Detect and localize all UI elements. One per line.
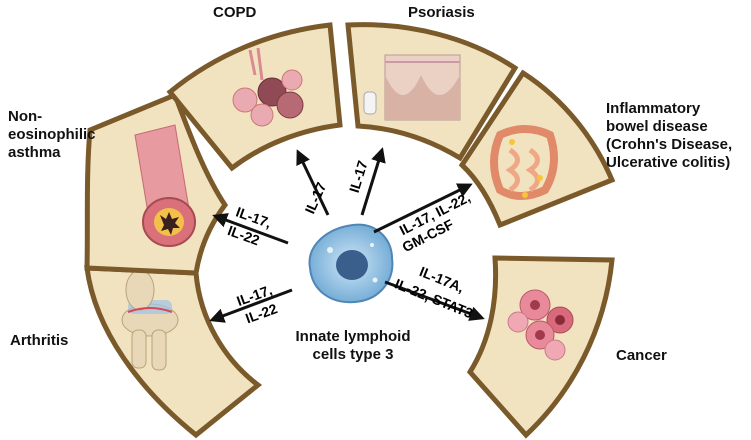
label-asthma: Non- eosinophilic asthma <box>8 108 96 162</box>
center-label-line1: Innate lymphoid <box>295 328 411 345</box>
cytokine-psoriasis: IL-17 <box>346 158 371 194</box>
center-label-line2: cells type 3 <box>312 346 394 363</box>
tumor-cells-illustration <box>507 289 574 361</box>
label-asthma-line3: asthma <box>8 144 61 161</box>
label-cancer: Cancer <box>616 347 667 364</box>
airway-illustration <box>134 124 196 247</box>
knee-joint-illustration <box>121 269 179 371</box>
arrows <box>209 147 485 323</box>
skin-layer-illustration <box>363 54 461 121</box>
arrow-psoriasis <box>360 147 386 216</box>
panel-asthma <box>84 91 229 276</box>
label-ibd-line2: bowel disease <box>606 118 708 135</box>
label-ibd-line1: Inflammatory <box>606 100 701 117</box>
label-asthma-line2: eosinophilic <box>8 126 96 143</box>
label-asthma-line1: Non- <box>8 108 43 125</box>
intestine-illustration <box>490 125 558 200</box>
panel-cancer <box>466 255 615 439</box>
label-ibd-line3: (Crohn's Disease, <box>606 136 733 153</box>
innate-lymphoid-cell-icon <box>308 223 394 304</box>
panel-copd <box>166 22 343 172</box>
arrow-arthritis <box>209 288 293 323</box>
arrow-cancer <box>384 280 485 321</box>
label-ibd-line4: Ulcerative colitis) <box>606 154 731 171</box>
arrow-copd <box>296 149 330 216</box>
alveoli-illustration <box>232 47 304 127</box>
label-arthritis: Arthritis <box>10 332 69 349</box>
label-copd: COPD <box>213 4 257 21</box>
label-psoriasis: Psoriasis <box>408 4 475 21</box>
panel-psoriasis <box>345 22 519 162</box>
panel-ibd <box>458 69 616 229</box>
arrow-asthma <box>212 213 289 245</box>
label-ibd: Inflammatory bowel disease (Crohn's Dise… <box>606 100 732 172</box>
center-label: Innate lymphoid cells type 3 <box>268 328 438 364</box>
panel-arthritis <box>84 265 263 439</box>
arrow-ibd <box>373 183 473 234</box>
